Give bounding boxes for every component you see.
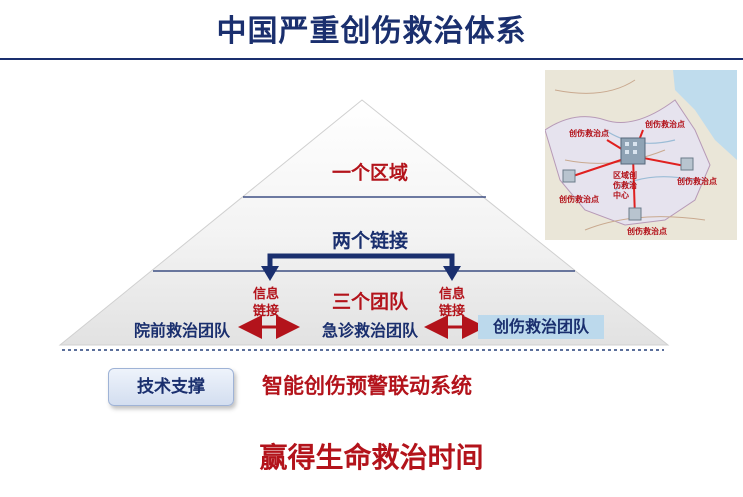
map-center-building-icon <box>620 137 646 165</box>
team-prehospital: 院前救治团队 <box>133 321 230 340</box>
map-point-building-icons <box>562 157 694 221</box>
link-arrow-left-head <box>261 266 279 281</box>
title-divider <box>0 58 743 60</box>
map-point-label-5: 创伤救治点 <box>626 226 667 236</box>
page-title: 中国严重创伤救治体系 <box>216 14 527 49</box>
link-bracket-arrow <box>267 253 455 270</box>
map-point-label-4: 创伤救治点 <box>676 176 717 186</box>
map-center-label: 区域创 <box>613 170 637 180</box>
info-link-left: 信息 链接 <box>252 287 279 319</box>
team-trauma: 创伤救治团队 <box>478 315 604 339</box>
tech-support-button[interactable]: 技术支撑 <box>108 368 234 406</box>
warning-system-label: 智能创伤预警联动系统 <box>262 374 472 398</box>
level-teams: 三个团队 <box>331 291 408 313</box>
map-point-label-2: 创伤救治点 <box>568 128 609 138</box>
slogan: 赢得生命救治时间 <box>259 441 484 474</box>
pyramid-shape <box>58 99 670 346</box>
map-point-label-1: 创伤救治点 <box>644 119 685 129</box>
team-emergency: 急诊救治团队 <box>321 321 418 340</box>
region-map: 创伤救治点 创伤救治点 创伤救治点 创伤救治点 创伤救治点 区域创 伤救治 中心 <box>545 70 737 240</box>
svg-text:中心: 中心 <box>613 190 629 200</box>
level-region: 一个区域 <box>331 162 408 184</box>
map-point-label-3: 创伤救治点 <box>558 194 599 204</box>
map-labels: 创伤救治点 创伤救治点 创伤救治点 创伤救治点 创伤救治点 区域创 伤救治 中心 <box>558 119 717 236</box>
link-arrow-right-head <box>443 266 461 281</box>
info-link-right: 信息 链接 <box>438 287 465 319</box>
svg-text:伤救治: 伤救治 <box>612 180 637 190</box>
level-links: 两个链接 <box>331 230 408 252</box>
